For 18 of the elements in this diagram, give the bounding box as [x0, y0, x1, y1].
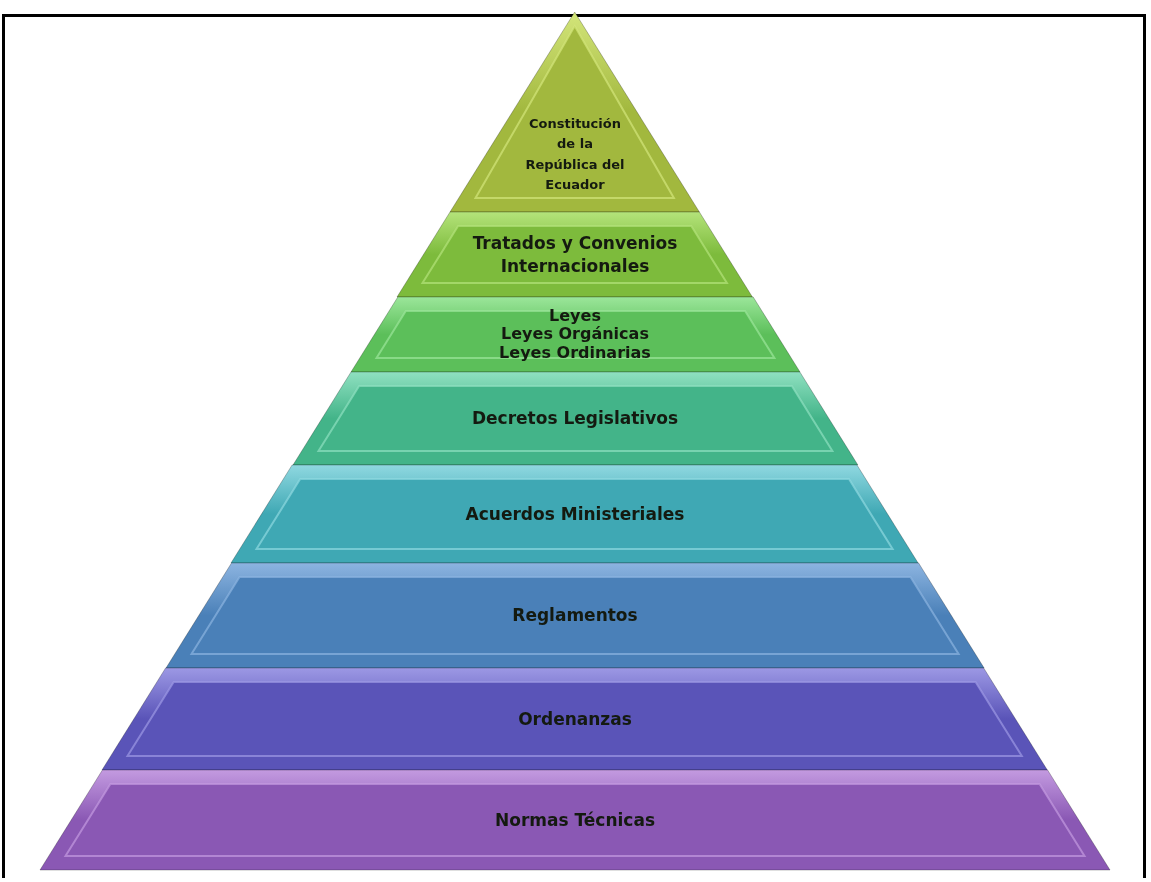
tier-label: Leyes Ordinarias: [499, 343, 651, 363]
pyramid-tier: [40, 770, 1110, 870]
tier-label: Tratados y Convenios Internacionales: [471, 232, 679, 277]
pyramid-tier: [450, 12, 700, 212]
pyramid-tier: [102, 668, 1048, 770]
tier-label: Leyes: [549, 306, 601, 326]
pyramid-tier: [231, 465, 919, 563]
tier-label: Reglamentos: [512, 604, 638, 627]
pyramid-tier: [397, 212, 753, 297]
pyramid-tier: [292, 372, 858, 465]
pyramid-tier: [165, 563, 985, 668]
tier-label: Acuerdos Ministeriales: [465, 502, 685, 526]
tier-label: Decretos Legislativos: [471, 407, 679, 430]
tier-label: Leyes Orgánicas: [501, 325, 649, 344]
pyramid-tier: [350, 297, 800, 372]
tier-label: Normas Técnicas: [494, 808, 656, 832]
tier-label: Ordenanzas: [518, 707, 632, 731]
tier-label: Constitución de la República del Ecuador: [524, 115, 626, 194]
